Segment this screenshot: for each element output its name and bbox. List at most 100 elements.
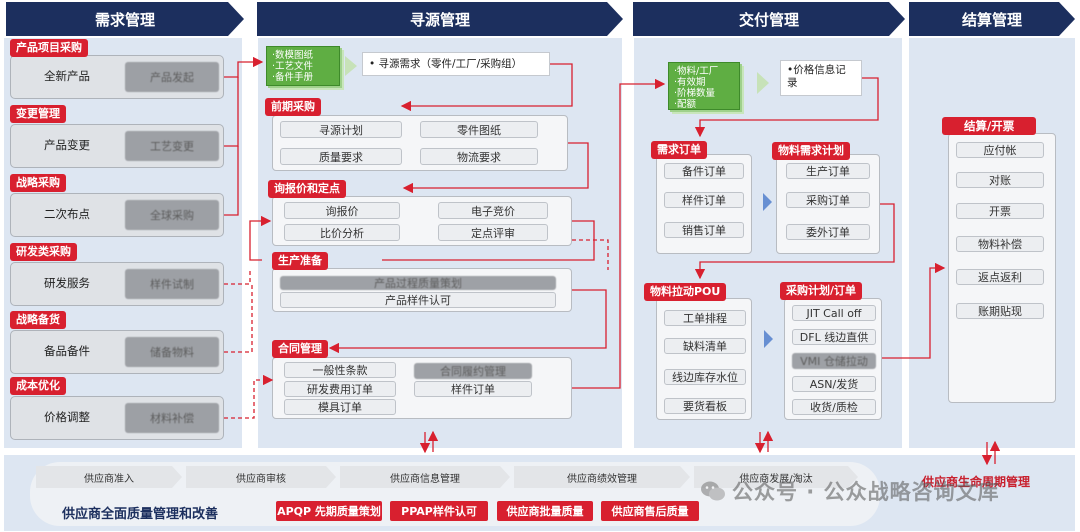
early-item[interactable]: 质量要求 bbox=[280, 148, 402, 165]
sourcing-note: • 寻源需求（零件/工厂/采购组） bbox=[362, 52, 550, 76]
supplier-lifecycle-label: 供应商生命周期管理 bbox=[922, 475, 1031, 489]
sourcing-doc-line: ·数模图纸 bbox=[272, 50, 314, 61]
early-item[interactable]: 零件图纸 bbox=[420, 121, 538, 138]
early-title: 前期采购 bbox=[265, 98, 321, 116]
inquiry-item[interactable]: 电子竞价 bbox=[438, 202, 548, 219]
plan-title: 采购计划/订单 bbox=[780, 282, 863, 300]
inquiry-item[interactable]: 定点评审 bbox=[438, 224, 548, 241]
mrp-item[interactable]: 生产订单 bbox=[786, 163, 870, 179]
delivery-docs: ·物料/工厂 ·有效期 ·阶梯数量 ·配额 bbox=[668, 62, 740, 110]
header-sourcing: 寻源管理 bbox=[257, 2, 623, 36]
ppap-button[interactable]: PPAP样件认可 bbox=[390, 501, 488, 521]
supplier-stage[interactable]: 供应商信息管理 bbox=[340, 466, 510, 488]
settlement-item[interactable]: 应付帐 bbox=[956, 142, 1044, 158]
apqp-button[interactable]: APQP 先期质量策划 bbox=[276, 501, 382, 521]
prep-item[interactable]: 产品样件认可 bbox=[280, 292, 556, 308]
early-item[interactable]: 寻源计划 bbox=[280, 121, 402, 138]
arrow-right-icon bbox=[345, 56, 357, 76]
supplier-quality-title: 供应商全面质量管理和改善 bbox=[62, 507, 219, 522]
demand-item-blurred: 储备物料 bbox=[125, 337, 219, 367]
inquiry-item[interactable]: 询报价 bbox=[284, 202, 400, 219]
contract-title: 合同管理 bbox=[272, 340, 328, 358]
chevron-right-icon bbox=[764, 330, 773, 348]
demand-order-item[interactable]: 样件订单 bbox=[664, 192, 744, 208]
settlement-title: 结算/开票 bbox=[942, 117, 1037, 135]
delivery-doc-line: ·有效期 bbox=[674, 77, 706, 88]
inquiry-title: 询报价和定点 bbox=[268, 180, 346, 198]
contract-item-blurred: 合同履约管理 bbox=[414, 363, 532, 379]
sourcing-docs: ·数模图纸 ·工艺文件 ·备件手册 bbox=[266, 46, 340, 86]
mrp-item[interactable]: 委外订单 bbox=[786, 224, 870, 240]
header-delivery: 交付管理 bbox=[633, 2, 905, 36]
demand-item-blurred: 全球采购 bbox=[125, 200, 219, 230]
contract-item[interactable]: 一般性条款 bbox=[284, 362, 396, 378]
watermark-text: 公众号 · 公众战略咨询文库 bbox=[732, 480, 1000, 504]
demand-item-blurred: 样件试制 bbox=[125, 269, 219, 299]
demand-order-title: 需求订单 bbox=[651, 141, 707, 159]
settlement-item[interactable]: 物料补偿 bbox=[956, 236, 1044, 252]
plan-item[interactable]: 收货/质检 bbox=[792, 399, 876, 415]
demand-group-title: 产品项目采购 bbox=[10, 39, 88, 57]
header-sourcing-label: 寻源管理 bbox=[409, 10, 470, 29]
demand-item[interactable]: 备品备件 bbox=[44, 344, 90, 358]
header-delivery-label: 交付管理 bbox=[738, 10, 799, 29]
demand-group-title: 研发类采购 bbox=[10, 243, 77, 261]
demand-item-blurred: 产品发起 bbox=[125, 62, 219, 92]
demand-item-blurred: 工艺变更 bbox=[125, 131, 219, 161]
delivery-note: •价格信息记录 bbox=[780, 60, 862, 96]
delivery-doc-line: ·配额 bbox=[674, 99, 697, 110]
plan-item-blurred: VMI 仓储拉动 bbox=[792, 353, 876, 369]
demand-item[interactable]: 产品变更 bbox=[44, 138, 90, 152]
chevron-right-icon bbox=[763, 193, 772, 211]
inquiry-item[interactable]: 比价分析 bbox=[284, 224, 400, 241]
settlement-item[interactable]: 账期贴现 bbox=[956, 303, 1044, 319]
demand-group-title: 变更管理 bbox=[10, 105, 66, 123]
settlement-item[interactable]: 返点返利 bbox=[956, 269, 1044, 285]
batch-quality-button[interactable]: 供应商批量质量 bbox=[497, 501, 593, 521]
delivery-doc-line: ·物料/工厂 bbox=[674, 66, 719, 77]
sourcing-doc-line: ·备件手册 bbox=[272, 72, 314, 83]
settlement-item[interactable]: 对账 bbox=[956, 172, 1044, 188]
delivery-doc-line: ·阶梯数量 bbox=[674, 88, 716, 99]
demand-item[interactable]: 二次布点 bbox=[44, 207, 90, 221]
plan-item[interactable]: ASN/发货 bbox=[792, 376, 876, 392]
contract-item[interactable]: 模具订单 bbox=[284, 399, 396, 415]
demand-order-item[interactable]: 销售订单 bbox=[664, 222, 744, 238]
plan-item[interactable]: DFL 线边直供 bbox=[792, 329, 876, 345]
demand-item-blurred: 材料补偿 bbox=[125, 403, 219, 433]
settlement-item[interactable]: 开票 bbox=[956, 203, 1044, 219]
demand-group-title: 战略采购 bbox=[10, 174, 66, 192]
aftersales-quality-button[interactable]: 供应商售后质量 bbox=[601, 501, 699, 521]
header-demand-label: 需求管理 bbox=[94, 10, 155, 29]
pou-item[interactable]: 缺料清单 bbox=[664, 338, 746, 354]
plan-item[interactable]: JIT Call off bbox=[792, 305, 876, 321]
supplier-stage[interactable]: 供应商发展/淘汰 bbox=[694, 466, 858, 488]
supplier-stage[interactable]: 供应商绩效管理 bbox=[514, 466, 690, 488]
supplier-stage[interactable]: 供应商审核 bbox=[186, 466, 336, 488]
demand-group-title: 成本优化 bbox=[10, 377, 66, 395]
wechat-icon bbox=[700, 480, 726, 502]
watermark: 公众号 · 公众战略咨询文库 bbox=[700, 476, 1000, 506]
demand-item[interactable]: 研发服务 bbox=[44, 276, 90, 290]
mrp-item[interactable]: 采购订单 bbox=[786, 192, 870, 208]
demand-item[interactable]: 价格调整 bbox=[44, 410, 90, 424]
contract-item[interactable]: 研发费用订单 bbox=[284, 381, 396, 397]
demand-item[interactable]: 全新产品 bbox=[44, 69, 90, 83]
prep-item-blurred: 产品过程质量策划 bbox=[280, 276, 556, 290]
supplier-stage[interactable]: 供应商准入 bbox=[36, 466, 182, 488]
mrp-title: 物料需求计划 bbox=[772, 142, 850, 160]
pou-item[interactable]: 工单排程 bbox=[664, 310, 746, 326]
contract-item[interactable]: 样件订单 bbox=[414, 381, 532, 397]
prep-title: 生产准备 bbox=[272, 252, 328, 270]
header-settlement: 结算管理 bbox=[909, 2, 1075, 36]
demand-order-item[interactable]: 备件订单 bbox=[664, 163, 744, 179]
header-settlement-label: 结算管理 bbox=[961, 10, 1022, 29]
header-demand: 需求管理 bbox=[6, 2, 244, 36]
sourcing-doc-line: ·工艺文件 bbox=[272, 61, 314, 72]
pou-title: 物料拉动POU bbox=[644, 283, 727, 301]
demand-group-title: 战略备货 bbox=[10, 311, 66, 329]
pou-item[interactable]: 线边库存水位 bbox=[664, 369, 746, 385]
pou-item[interactable]: 要货看板 bbox=[664, 398, 746, 414]
arrow-right-icon bbox=[757, 72, 769, 94]
early-item[interactable]: 物流要求 bbox=[420, 148, 538, 165]
